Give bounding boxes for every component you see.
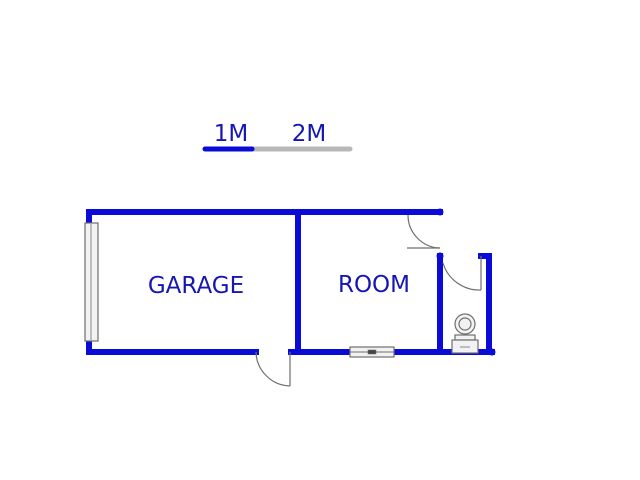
- door-swing-icon: [255, 214, 482, 387]
- garage-door-swing: [255, 351, 291, 387]
- wall-end-cap-wc-bottom: [488, 348, 496, 356]
- toilet-icon: [451, 313, 479, 354]
- wall-end-cap-top-right: [436, 208, 444, 216]
- scale-label-1m: 1M: [214, 121, 248, 147]
- room-label-garage: GARAGE: [148, 273, 244, 299]
- room-door-swing: [407, 214, 441, 249]
- scale-label-2m: 2M: [292, 121, 326, 147]
- scale-bar: 1M 2M: [202, 121, 353, 152]
- wall-end-cap-room-right: [436, 252, 444, 260]
- wc-door-swing: [442, 262, 482, 291]
- window-icon: [349, 346, 395, 358]
- garage-roller-door-icon: [84, 222, 99, 342]
- room-label-room: ROOM: [338, 272, 410, 298]
